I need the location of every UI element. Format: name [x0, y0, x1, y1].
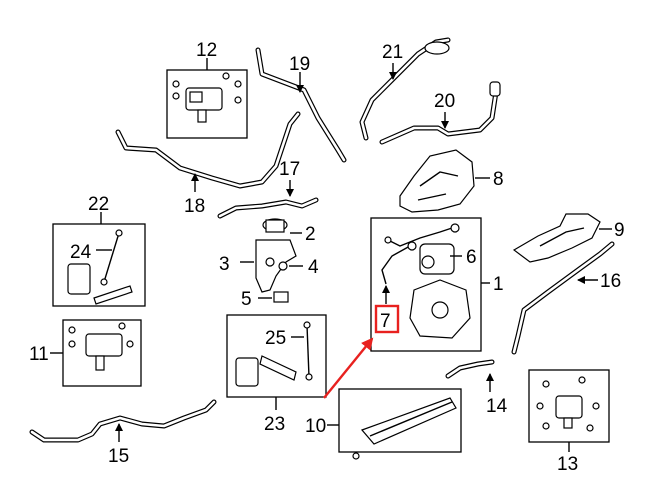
- callout-8: 8: [493, 169, 504, 190]
- part-11-group: 11: [29, 319, 142, 387]
- callout-2: 2: [305, 224, 316, 245]
- callout-10: 10: [305, 416, 326, 437]
- callout-7-highlight-frame: [374, 304, 400, 334]
- part-21-group: 21: [359, 37, 451, 141]
- part-19-group: 19: [255, 47, 347, 163]
- part-14-group: 14: [445, 359, 508, 417]
- part-12-group: 12: [166, 40, 248, 139]
- callout-3: 3: [219, 254, 230, 275]
- callout-9: 9: [614, 220, 625, 241]
- callout-1: 1: [493, 274, 504, 295]
- callout-5: 5: [241, 289, 252, 310]
- part-12-sensor-drawing: [172, 72, 242, 123]
- parts-2-5-group: 2 3 4 5: [219, 218, 319, 310]
- highlight-arrow: [323, 337, 374, 399]
- callout-17: 17: [279, 159, 300, 180]
- callout-12: 12: [196, 40, 217, 61]
- part-1-group: 1 6 7: [370, 217, 504, 352]
- part-22-box: [52, 223, 146, 307]
- part-17-group: 17: [217, 159, 319, 219]
- part-23-group: 23 25: [226, 314, 327, 435]
- callout-23: 23: [264, 414, 285, 435]
- callout-16: 16: [600, 271, 621, 292]
- part-20-group: 20: [379, 81, 501, 145]
- part-9-group: 9: [512, 213, 625, 263]
- callout-13: 13: [557, 454, 578, 475]
- callout-18: 18: [184, 196, 205, 217]
- callout-14: 14: [486, 396, 508, 417]
- callout-19: 19: [289, 54, 310, 75]
- callout-11: 11: [29, 344, 49, 365]
- part-13-group: 13: [528, 369, 610, 475]
- callout-20: 20: [434, 91, 455, 112]
- callout-22: 22: [88, 194, 109, 215]
- callout-25: 25: [265, 328, 286, 349]
- callout-21: 21: [382, 42, 403, 63]
- part-22-group: 22 24: [52, 194, 146, 307]
- part-18-group: 18: [115, 111, 301, 217]
- callout-6: 6: [466, 247, 477, 268]
- part-16-group: 16: [511, 241, 621, 355]
- part-8-group: 8: [399, 149, 504, 213]
- part-15-group: 15: [29, 399, 217, 467]
- part-10-group: 10: [305, 388, 462, 460]
- callout-15: 15: [108, 446, 129, 467]
- callout-24: 24: [70, 242, 92, 263]
- callout-7: 7: [380, 311, 391, 332]
- callout-4: 4: [308, 257, 319, 278]
